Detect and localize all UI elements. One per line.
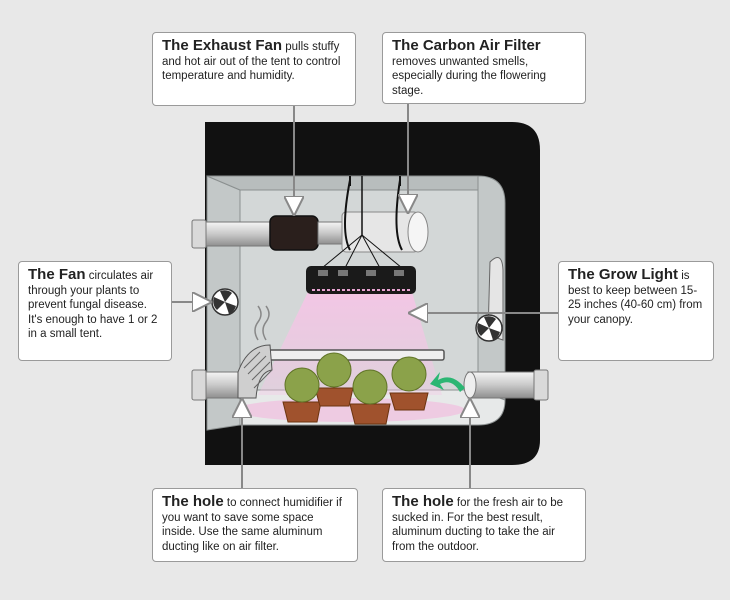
callout-exhaust-fan-title: The Exhaust Fan	[162, 37, 283, 54]
callout-hole-fresh-air-title: The hole	[392, 493, 454, 510]
callout-hole-fresh-air: The hole for the fresh air to be sucked …	[382, 488, 586, 562]
humidifier-duct	[191, 344, 273, 401]
fresh-air-duct	[463, 369, 549, 401]
callout-grow-light-body: is best to keep between 15-25 inches (40…	[568, 270, 703, 326]
circulation-fan-left	[211, 288, 239, 316]
callout-hole-fresh-air-body: for the fresh air to be sucked in. For t…	[392, 497, 563, 553]
exhaust-fan-body	[269, 215, 343, 251]
callout-hole-humidifier-body: to connect humidifier if you want to sav…	[162, 497, 342, 553]
fresh-air-green-arrow	[430, 372, 465, 392]
callout-pointers	[172, 104, 558, 488]
callout-exhaust-fan: The Exhaust Fan pulls stuffy and hot air…	[152, 32, 356, 106]
callout-exhaust-fan-body: pulls stuffy and hot air out of the tent…	[162, 41, 341, 82]
callout-fan-title: The Fan	[28, 266, 86, 283]
callout-hole-humidifier: The hole to connect humidifier if you wa…	[152, 488, 358, 562]
callout-fan-body: circulates air through your plants to pr…	[28, 270, 158, 340]
grow-light	[306, 266, 416, 294]
callout-hole-humidifier-title: The hole	[162, 493, 224, 510]
callout-carbon-filter-body: removes unwanted smells, especially duri…	[392, 55, 547, 97]
callout-carbon-filter: The Carbon Air Filter removes unwanted s…	[382, 32, 586, 104]
callout-fan: The Fan circulates air through your plan…	[18, 261, 172, 361]
plant-pots	[282, 387, 429, 425]
callout-grow-light: The Grow Light is best to keep between 1…	[558, 261, 714, 361]
plants	[284, 352, 427, 405]
circulation-fan-right	[475, 314, 503, 342]
grow-light-hanger	[321, 176, 403, 269]
callout-grow-light-title: The Grow Light	[568, 266, 678, 283]
humidity-icon	[254, 305, 270, 341]
callout-carbon-filter-title: The Carbon Air Filter	[392, 37, 541, 54]
